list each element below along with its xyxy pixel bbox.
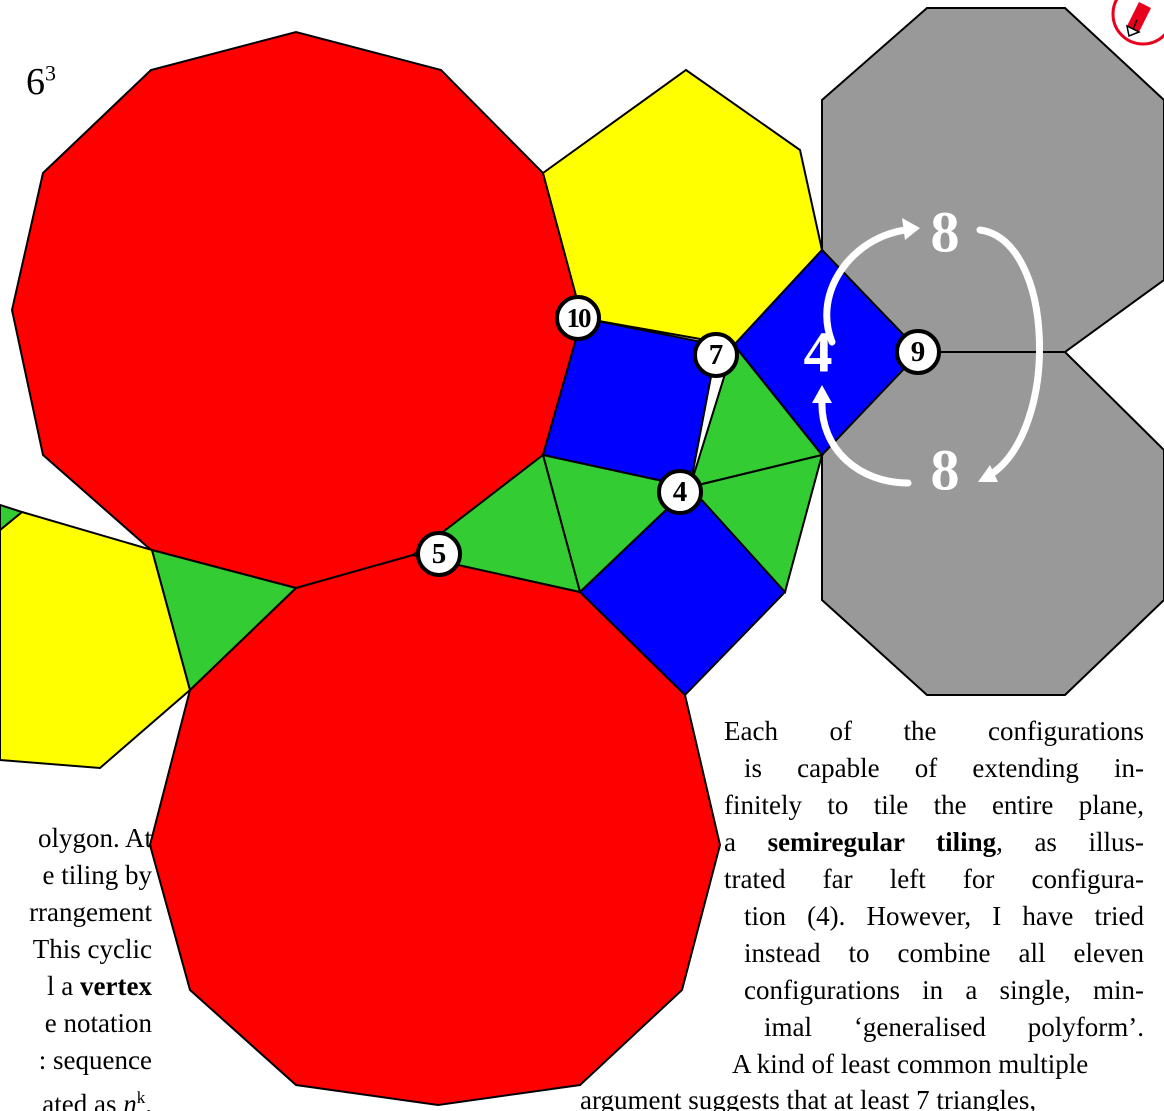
arrow-label-bottom: 8 [931, 438, 960, 503]
right-line: trated far left for configura- [724, 864, 1144, 894]
right-line: instead to combine all eleven [744, 938, 1144, 968]
vertex-label-9: 9 [911, 336, 926, 368]
right-line: is capable of extending in- [744, 753, 1144, 783]
left-line: e notation [44, 1008, 152, 1038]
vertex-label-10: 10 [567, 303, 592, 333]
vertex-marker-7: 7 [693, 332, 739, 378]
vertex-marker-10: 10 [555, 295, 601, 341]
pencil-badge-icon[interactable] [1111, 0, 1164, 46]
octagon-top [821, 7, 1164, 353]
corner-configuration-label: 63 [26, 60, 56, 103]
triangle-5 [150, 548, 298, 692]
left-line: ated as nk. [42, 1088, 152, 1111]
vertex-marker-5: 5 [416, 531, 462, 577]
vertex-marker-9: 9 [895, 329, 941, 375]
arrowhead-right [978, 465, 998, 482]
left-line: : sequence [38, 1045, 152, 1075]
octagon-bottom [821, 351, 1164, 696]
left-line: rrangement [29, 897, 152, 927]
arrow-top-left [823, 226, 909, 346]
right-paragraph: Each of the configurations is capable of… [724, 713, 1144, 1083]
triangle-edge [0, 503, 25, 532]
left-line: e tiling by [42, 860, 153, 890]
right-line: A kind of least common multiple [732, 1049, 1089, 1079]
right-line: imal ‘generalised polyform’. [764, 1012, 1144, 1042]
right-line: configurations in a single, min- [744, 975, 1144, 1005]
right-line: tion (4). However, I have tried [744, 901, 1144, 931]
continuation-line: argument suggests that at least 7 triang… [580, 1085, 1037, 1111]
left-line: olygon. At [37, 823, 152, 853]
arrow-group [812, 218, 1044, 487]
right-line: Each of the configurations [724, 716, 1144, 746]
left-line: l a vertex [47, 971, 152, 1001]
arrowhead-top-left [902, 218, 920, 240]
vertex-label-7: 7 [709, 339, 724, 371]
arrow-label-center: 4 [804, 320, 833, 385]
right-line: a semiregular tiling, as illus- [724, 827, 1145, 857]
arrow-right [976, 226, 1044, 479]
arrowhead-bottom-left [812, 385, 832, 403]
triangle-2 [688, 453, 824, 595]
arrow-label-top: 8 [931, 200, 960, 265]
vertex-label-5: 5 [432, 538, 447, 570]
arrow-bottom-left [818, 396, 912, 487]
right-line: finitely to tile the entire plane, [724, 790, 1144, 820]
vertex-label-4: 4 [673, 476, 688, 508]
left-line: This cyclic [32, 934, 152, 964]
left-paragraph: olygon. At e tiling by rrangement This c… [0, 820, 152, 1111]
vertex-marker-4: 4 [657, 469, 703, 515]
